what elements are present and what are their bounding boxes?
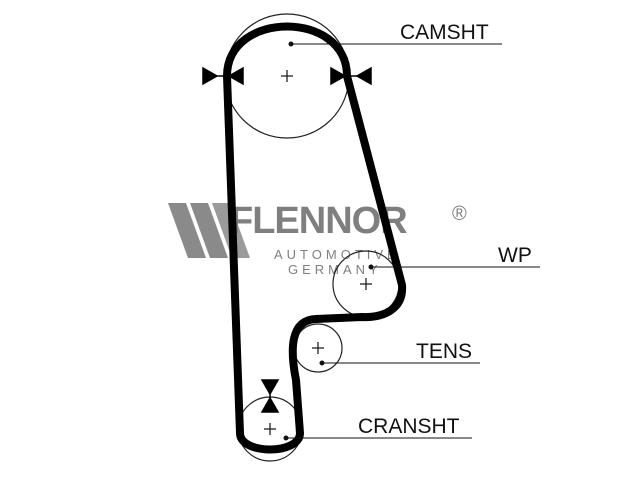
crankshaft-timing-mark	[260, 379, 280, 413]
label-tensioner: TENS	[416, 340, 472, 363]
logo-line-germany: GERMANY	[288, 262, 382, 277]
timing-belt	[223, 22, 407, 454]
logo-mark-stripe-2	[190, 203, 228, 258]
label-camshaft: CAMSHT	[400, 21, 489, 44]
camshaft-center-mark	[281, 70, 293, 82]
logo-mark-stripe-1	[168, 203, 206, 258]
water-pump-leader	[368, 264, 540, 270]
crankshaft-center-mark	[264, 423, 276, 435]
logo-registered-mark: ®	[452, 203, 467, 225]
camshaft-right-timing-mark	[330, 66, 372, 86]
label-crankshaft: CRANSHT	[358, 415, 460, 438]
tensioner-center-mark	[312, 342, 324, 354]
flennor-logo: FLENNOR ® AUTOMOTIVE GERMANY	[168, 200, 467, 277]
label-water-pump: WP	[498, 244, 532, 267]
camshaft-leader	[288, 41, 502, 47]
tensioner-leader	[319, 360, 480, 366]
camshaft-left-timing-mark	[202, 66, 244, 86]
water-pump-center-mark	[360, 278, 372, 290]
crankshaft-leader	[283, 435, 472, 441]
